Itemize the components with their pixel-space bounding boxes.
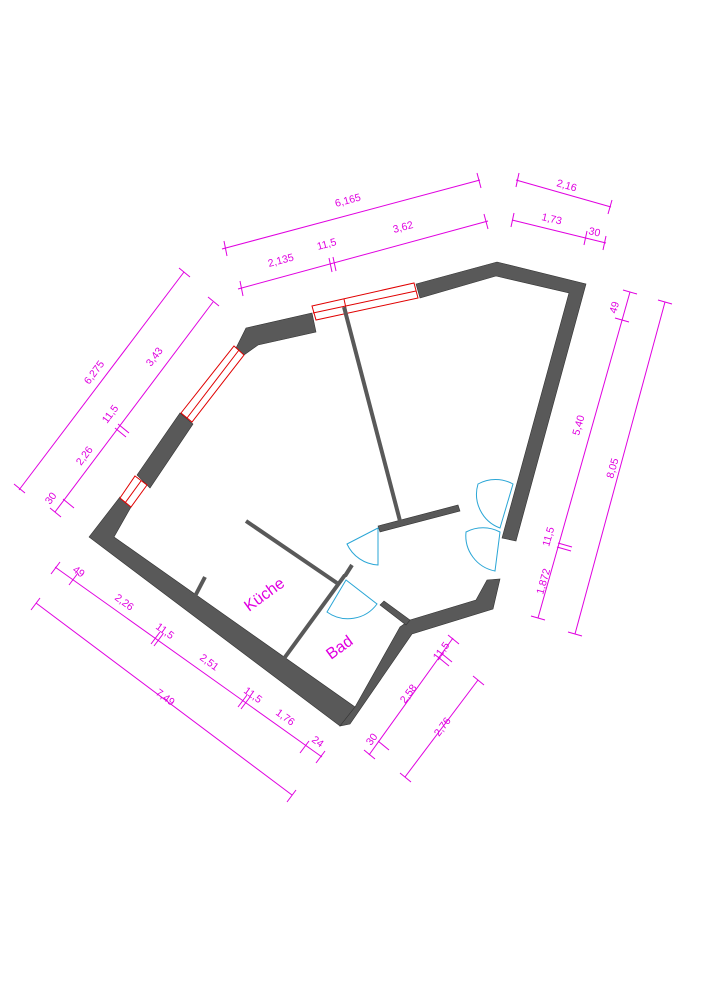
dim-left-total: 6,275: [82, 358, 107, 386]
door-bath: [326, 579, 378, 620]
dim-bottom-seg4: 11,5: [241, 685, 264, 706]
partitions: [191, 306, 402, 666]
partition-kitchen-top: [244, 519, 339, 585]
windows: [119, 282, 419, 508]
dim-bottom-seg6: 24: [309, 734, 326, 751]
dim-br-total: 2,76: [432, 715, 454, 739]
dim-left-lower-seg: 2,26: [74, 444, 96, 468]
dim-left-mid-seg: 11,5: [100, 403, 122, 426]
dim-top-right-total: 2,16: [555, 177, 578, 194]
dim-br-wall: 30: [364, 731, 381, 748]
dim-top-total: 6,165: [334, 191, 363, 209]
wall-top-right: [415, 261, 587, 542]
partition-hall-stub: [343, 563, 354, 578]
dim-right-upper-seg: 5,40: [570, 414, 587, 437]
dim-right-top-wall: 49: [607, 300, 622, 315]
dim-top-left-seg: 2,135: [267, 251, 296, 269]
dim-top-mid-seg: 11,5: [316, 236, 338, 253]
dim-right-mid-seg: 11,5: [540, 525, 557, 547]
room-label-bath: Bad: [323, 633, 356, 663]
partition-kitchen-stub: [191, 576, 207, 601]
door-right-swing: [476, 478, 514, 529]
door-left-swing: [346, 527, 379, 566]
dim-bottom-total: 7,49: [153, 687, 177, 709]
wall-hall-top: [377, 504, 461, 533]
dim-left-wall: 30: [43, 490, 60, 507]
dim-top-far-right-seg: 1,73: [540, 211, 563, 227]
dim-right-lower-seg: 1,872: [534, 567, 553, 596]
walls: [88, 261, 587, 727]
partition-kitchen-bath: [278, 573, 347, 666]
dim-br-seg2: 2,58: [398, 682, 420, 706]
dim-bottom-wall: 49: [70, 564, 87, 581]
wall-upper-left: [235, 312, 317, 356]
dim-left-upper-seg: 3,43: [144, 345, 166, 369]
wall-hall-bath: [379, 600, 411, 626]
doors: [326, 478, 514, 620]
wall-left-mid: [136, 412, 194, 489]
door-right-lower: [465, 527, 501, 572]
dimension-lines: [13, 172, 673, 803]
dim-top-far-right-wall: 30: [587, 225, 601, 239]
room-label-kitchen: Küche: [241, 575, 288, 615]
partition-bedroom: [342, 306, 402, 522]
dim-top-right-seg: 3,62: [392, 219, 415, 236]
dim-right-total: 8,05: [604, 457, 621, 480]
wall-bottom-right: [339, 578, 501, 727]
